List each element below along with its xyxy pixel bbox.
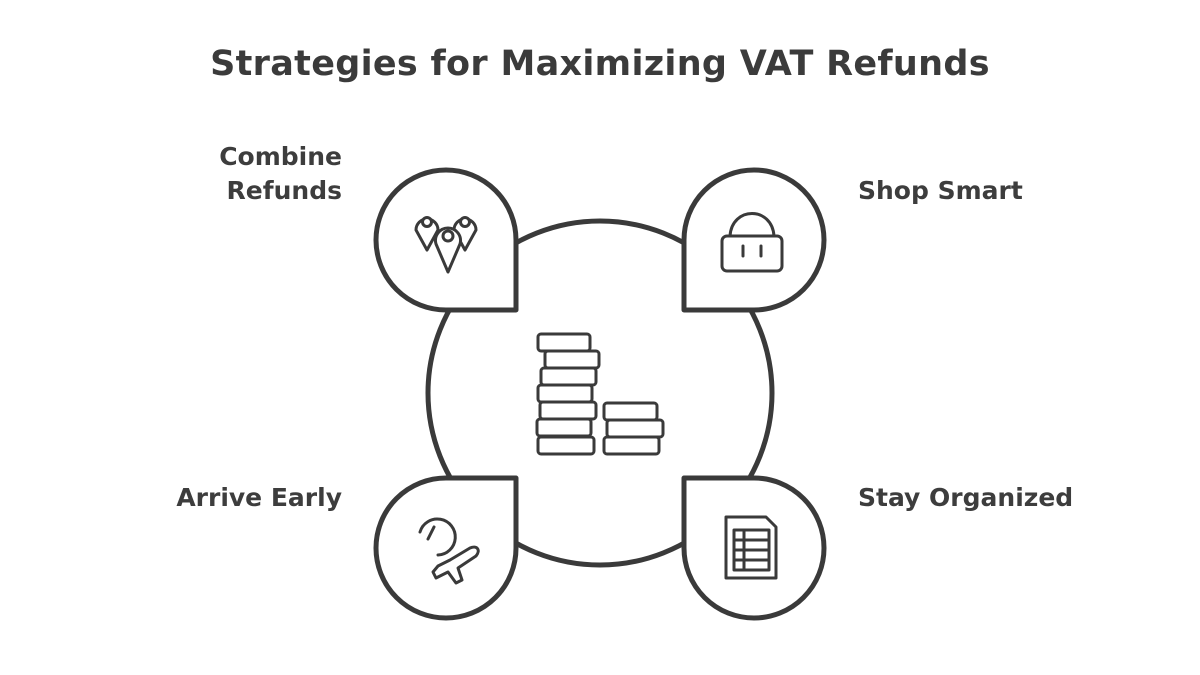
coin-stacks-icon — [535, 332, 665, 456]
clock-airplane-icon — [418, 517, 480, 585]
strategy-label-line: Stay Organized — [858, 483, 1074, 512]
page-title: Strategies for Maximizing VAT Refunds — [210, 44, 990, 84]
strategy-label-shop-smart: Shop Smart — [858, 174, 1023, 208]
shopping-bag-icon — [720, 212, 784, 273]
strategy-label-line: Arrive Early — [176, 483, 342, 512]
strategy-label-stay-organized: Stay Organized — [858, 481, 1073, 515]
strategy-label-line: Refunds — [226, 176, 342, 205]
strategy-label-combine-refunds: Combine Refunds — [120, 140, 342, 208]
document-list-icon — [724, 515, 778, 580]
petal-bottom-left — [373, 475, 519, 621]
strategy-label-line: Shop Smart — [858, 176, 1023, 205]
strategy-label-arrive-early: Arrive Early — [60, 481, 342, 515]
location-pins-icon — [414, 216, 478, 274]
strategy-label-line: Combine — [219, 142, 342, 171]
